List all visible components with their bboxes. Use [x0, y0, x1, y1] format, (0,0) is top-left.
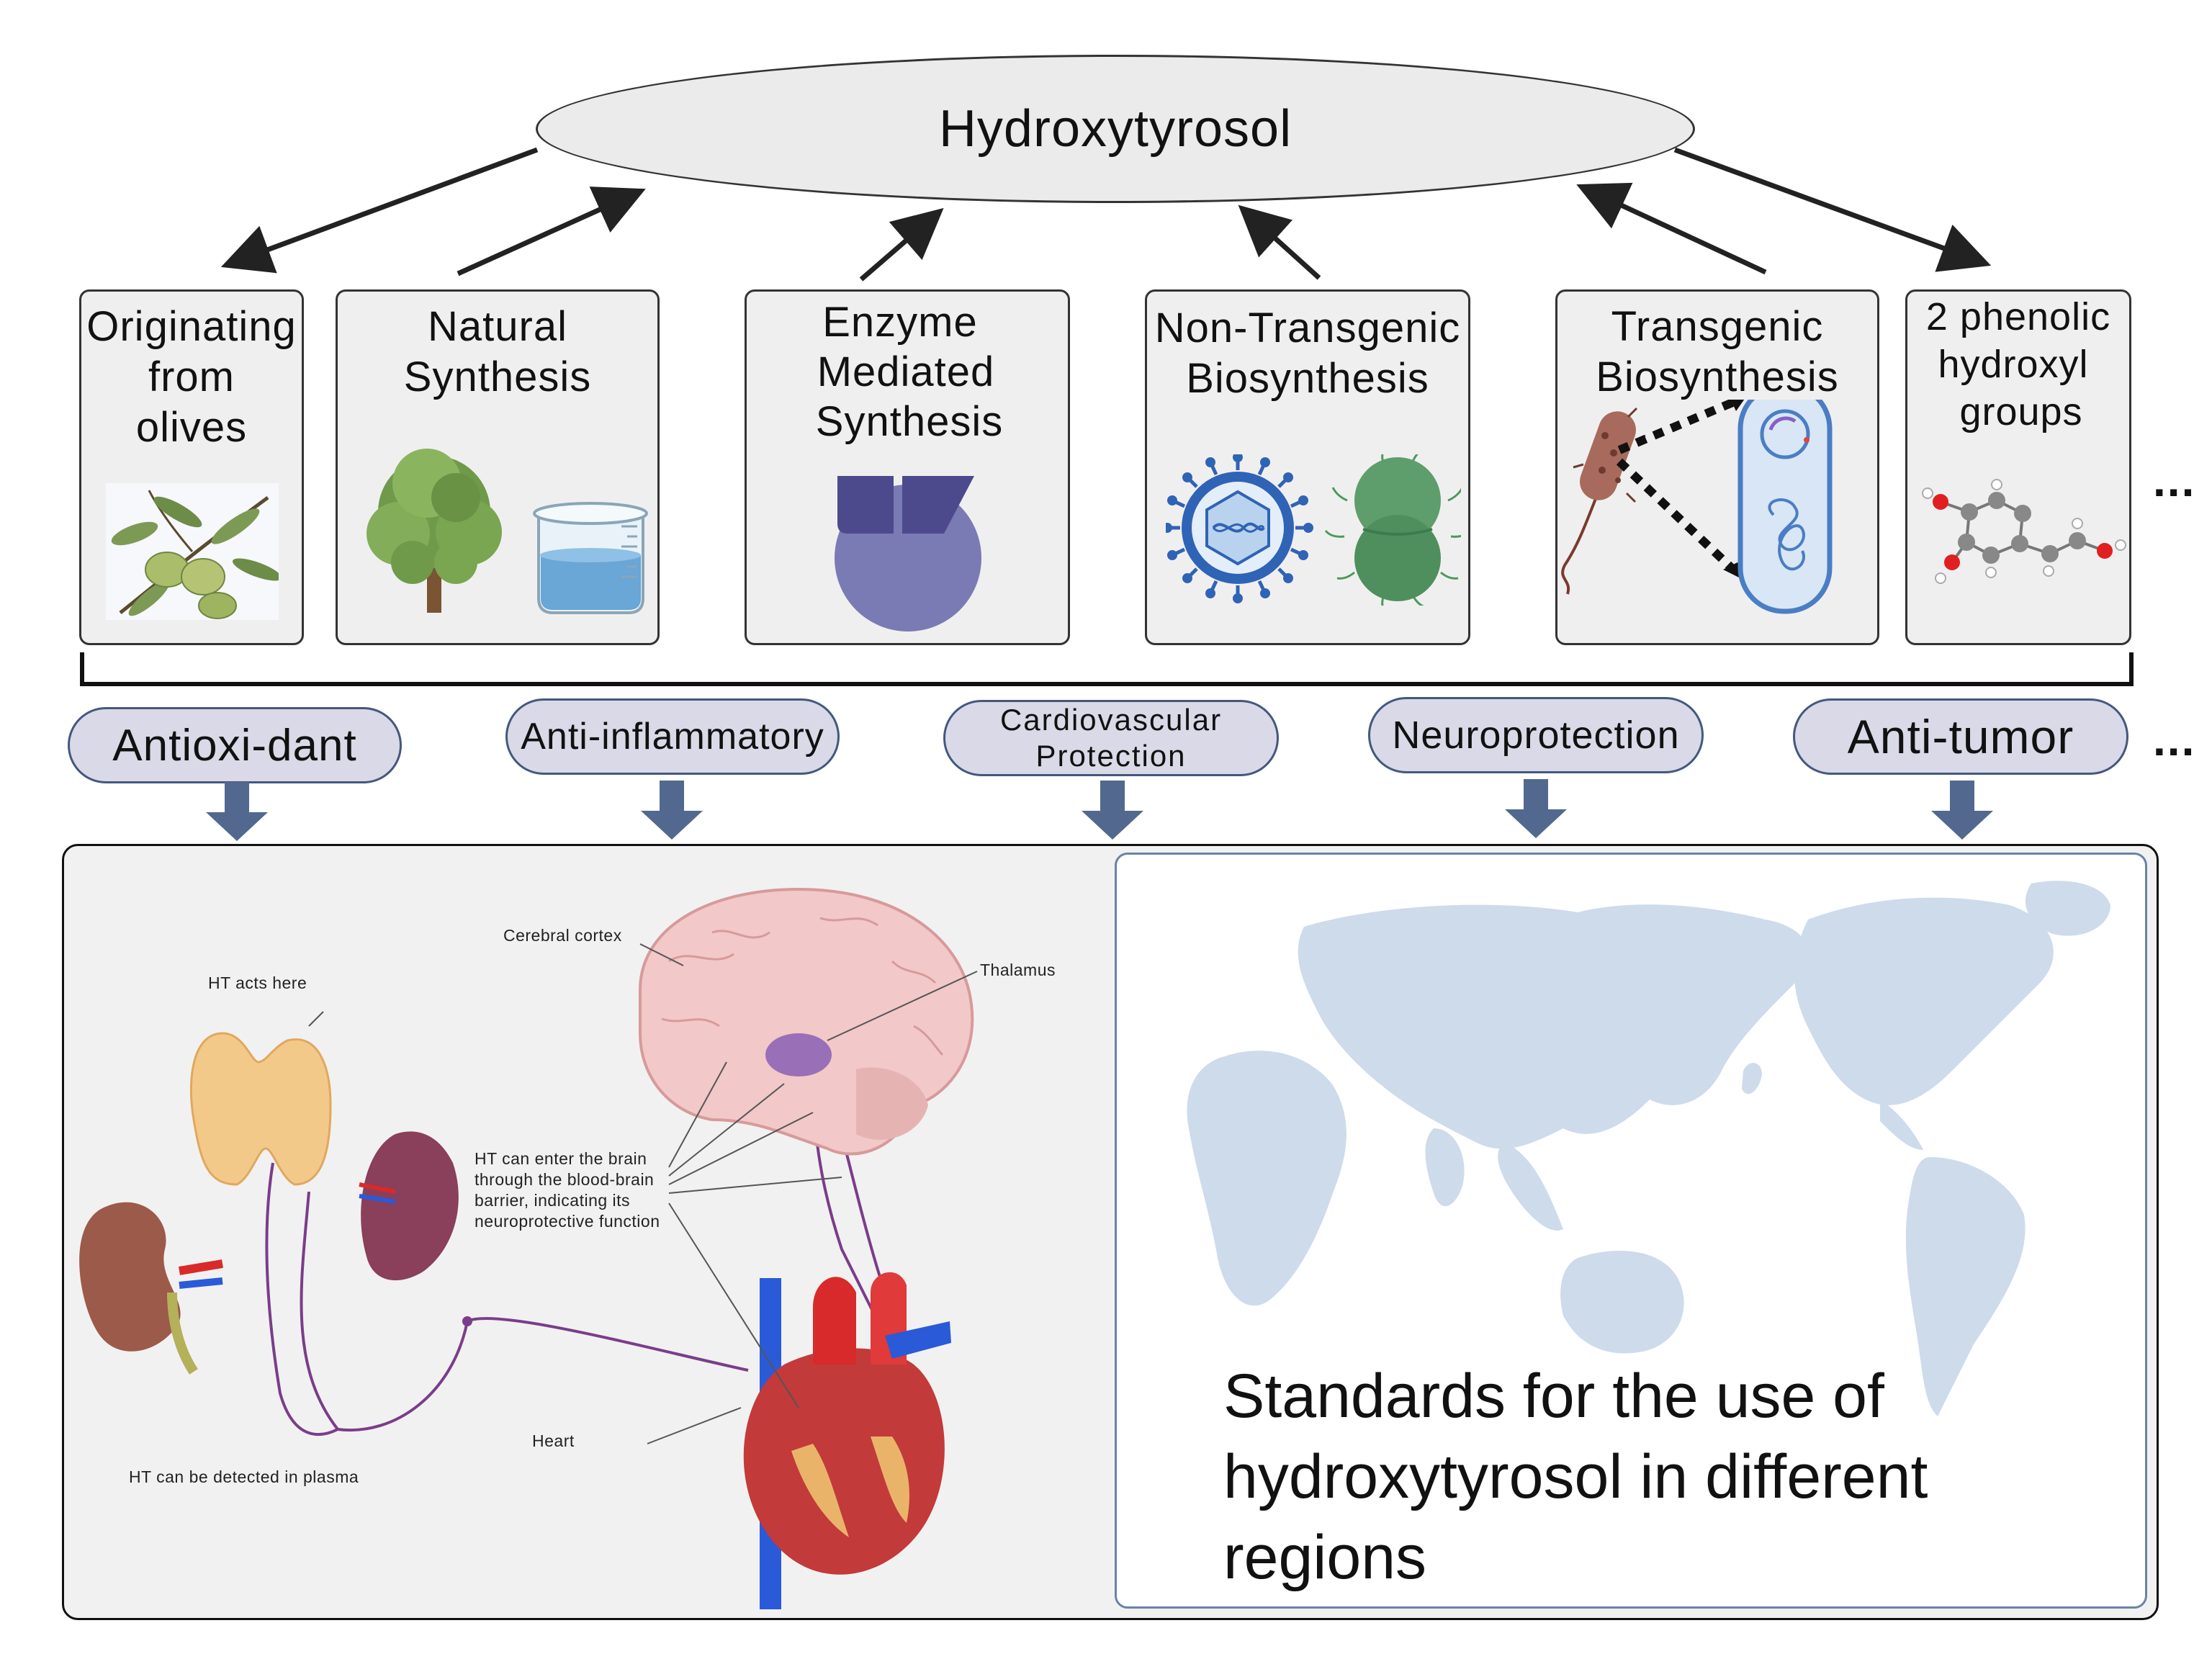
effect-pill-anti-inflammatory: Anti-inflammatory	[505, 698, 840, 775]
anatomy-illustration	[79, 887, 978, 1609]
more-sources-ellipsis: ...	[2153, 454, 2196, 506]
more-effects-ellipsis: ...	[2153, 714, 2196, 765]
world-map-panel: Standards for the use of hydroxytyrosol …	[1115, 853, 2147, 1609]
heart-icon	[743, 1272, 951, 1609]
map-central-america	[1880, 1100, 1923, 1150]
map-australia	[1560, 1251, 1684, 1354]
map-africa	[1187, 1051, 1346, 1306]
map-india	[1425, 1128, 1465, 1207]
label-cerebral-cortex: Cerebral cortex	[503, 926, 622, 945]
kidney-icon	[79, 1202, 223, 1375]
label-thalamus: Thalamus	[980, 961, 1056, 979]
map-caption: Standards for the use of hydroxytyrosol …	[1223, 1362, 1928, 1592]
down-arrow-anti-inflammatory	[641, 781, 703, 840]
effect-pill-neuroprotection: Neuroprotection	[1368, 697, 1704, 773]
molecule-icon	[1922, 479, 2126, 584]
cell-icon	[1737, 400, 1833, 614]
label-brain-barrier: HT can enter the brain through the blood…	[475, 1149, 660, 1231]
effect-pill-cardiovascular: Cardiovascular Protection	[943, 700, 1279, 776]
arrow-from-natural	[457, 186, 646, 276]
map-se-asia	[1498, 1143, 1563, 1231]
map-europe-asia	[1298, 904, 1809, 1149]
source-arrows	[220, 147, 1992, 282]
down-arrow-anti-tumor	[1931, 781, 1993, 840]
beaker-icon	[533, 502, 648, 614]
bracket	[80, 652, 2134, 686]
bacterium-icon	[1561, 407, 1646, 595]
arrow-to-phenolic	[1673, 147, 1992, 272]
arrow-from-enzyme	[859, 207, 944, 282]
arrow-from-nontransgenic	[1238, 204, 1321, 280]
map-north-america	[1794, 897, 2054, 1105]
tree-and-beaker-icon	[367, 449, 648, 614]
enzyme-icon	[835, 462, 989, 631]
down-arrow-antioxidant	[206, 782, 268, 841]
effect-pill-antioxidant: Antioxi-dant	[68, 707, 402, 783]
microbes-icon	[1166, 454, 1461, 606]
arrow-from-transgenic	[1576, 182, 1767, 275]
spleen-icon	[359, 1131, 459, 1281]
virus-icon	[1166, 454, 1313, 603]
title-oval: Hydroxytyrosol	[536, 55, 1695, 203]
brain-icon	[639, 887, 974, 1156]
label-heart: Heart	[532, 1431, 575, 1450]
label-plasma: HT can be detected in plasma	[129, 1467, 359, 1486]
arrow-to-olives	[220, 147, 539, 274]
map-japan	[1742, 1063, 1762, 1094]
title-text: Hydroxytyrosol	[938, 100, 1292, 158]
map-greenland	[2025, 881, 2110, 936]
effect-down-arrows	[206, 779, 1993, 841]
down-arrow-cardiovascular	[1082, 781, 1143, 840]
thyroid-icon	[189, 1032, 332, 1186]
down-arrow-neuroprotection	[1505, 779, 1567, 838]
label-ht-acts-here: HT acts here	[208, 974, 307, 992]
world-map	[1187, 881, 2110, 1416]
coccus-icon	[1324, 454, 1461, 606]
map-south-america	[1905, 1157, 2026, 1416]
effect-pill-anti-tumor: Anti-tumor	[1793, 698, 2128, 775]
olive-branch-icon	[106, 483, 279, 620]
gene-transfer-icon	[1561, 400, 1833, 614]
tree-icon	[367, 449, 502, 613]
